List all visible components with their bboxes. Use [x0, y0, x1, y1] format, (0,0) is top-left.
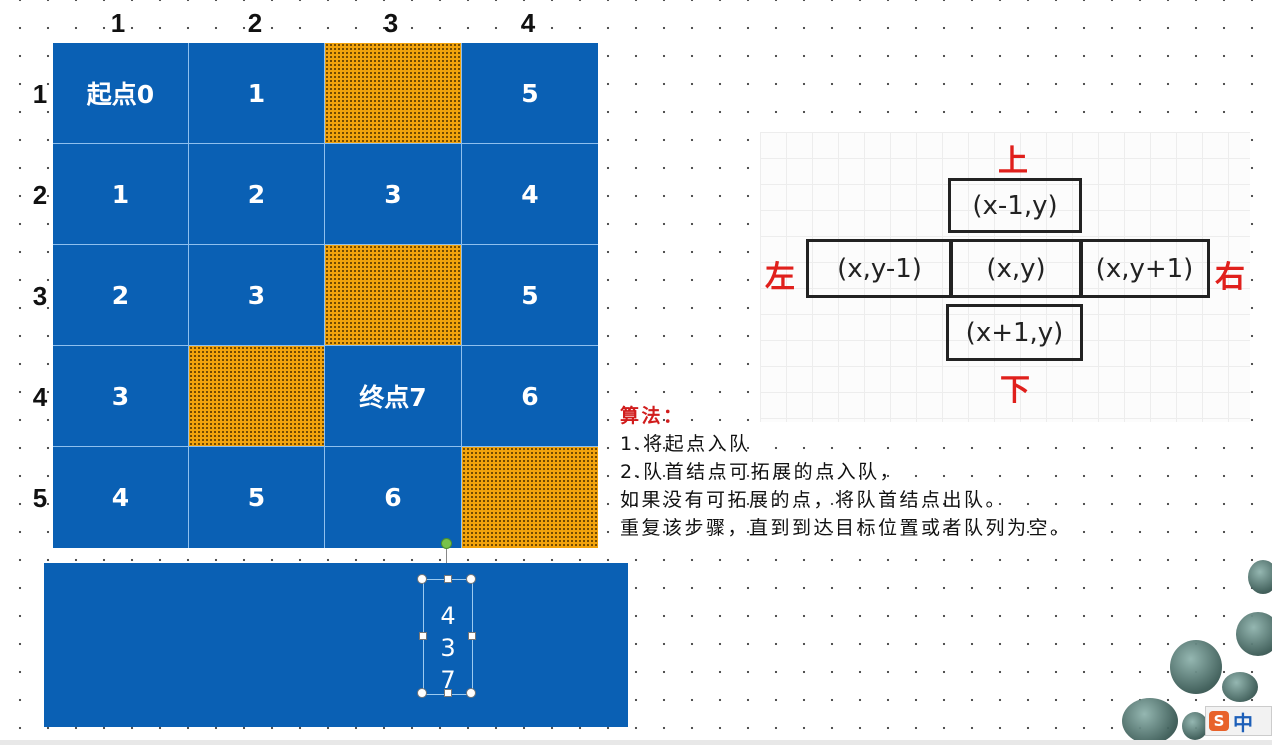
queue-item: 7 [440, 666, 456, 694]
grid-cell-wall [462, 447, 598, 548]
resize-handle-bottom[interactable] [444, 689, 452, 697]
queue-textbox[interactable]: 4 3 7 [423, 579, 473, 695]
grid-cell-wall [325, 245, 462, 346]
grid-cell: 2 [53, 245, 189, 346]
grid-cell: 3 [53, 346, 189, 447]
ime-logo-icon: S [1209, 711, 1229, 731]
grid-cell: 5 [189, 447, 325, 548]
neighbor-center: (x,y) [949, 239, 1083, 298]
grid-cell: 6 [462, 346, 598, 447]
algorithm-step: 如果没有可拓展的点，将队首结点出队。 [620, 489, 1008, 511]
resize-handle-top-right[interactable] [466, 574, 476, 584]
decorative-leaf [1222, 672, 1258, 702]
grid-cell: 5 [462, 245, 598, 346]
column-header-4: 4 [520, 8, 536, 38]
ime-indicator[interactable]: S 中 [1205, 706, 1272, 736]
direction-label-left: 左 [765, 260, 795, 295]
maze-grid: 起点0 1 5 1 2 3 4 2 3 5 3 终点7 6 4 5 6 [53, 43, 598, 548]
resize-handle-bottom-left[interactable] [417, 688, 427, 698]
resize-handle-top[interactable] [444, 575, 452, 583]
grid-cell: 4 [462, 144, 598, 245]
grid-cell-wall [325, 43, 462, 144]
row-header-2: 2 [32, 180, 48, 210]
queue-item: 4 [440, 602, 456, 630]
decorative-leaf [1182, 712, 1208, 740]
grid-cell-end: 终点7 [325, 346, 462, 447]
grid-cell: 5 [462, 43, 598, 144]
row-header-3: 3 [32, 281, 48, 311]
resize-handle-top-left[interactable] [417, 574, 427, 584]
resize-handle-left[interactable] [419, 632, 427, 640]
decorative-leaf [1122, 698, 1178, 744]
queue-panel: 4 3 7 [44, 563, 628, 727]
column-header-2: 2 [247, 8, 263, 38]
grid-cell: 3 [189, 245, 325, 346]
column-header-3: 3 [383, 8, 399, 38]
rotation-handle[interactable] [441, 538, 452, 549]
direction-label-up: 上 [998, 144, 1028, 179]
row-header-5: 5 [32, 483, 48, 513]
column-header-1: 1 [110, 8, 126, 38]
resize-handle-bottom-right[interactable] [466, 688, 476, 698]
grid-cell-start: 起点0 [53, 43, 189, 144]
grid-cell: 3 [325, 144, 462, 245]
algorithm-title: 算法： [620, 405, 685, 427]
grid-cell: 1 [189, 43, 325, 144]
direction-diagram: 上 (x-1,y) 左 (x,y-1) (x,y) (x,y+1) 右 (x+1… [760, 132, 1250, 422]
grid-cell: 1 [53, 144, 189, 245]
bottom-edge [0, 740, 1272, 745]
resize-handle-right[interactable] [468, 632, 476, 640]
grid-cell: 4 [53, 447, 189, 548]
algorithm-step: 2.队首结点可拓展的点入队， [620, 461, 902, 483]
row-header-4: 4 [32, 382, 48, 412]
neighbor-left: (x,y-1) [806, 239, 953, 298]
grid-cell: 2 [189, 144, 325, 245]
ime-mode-label: 中 [1233, 710, 1253, 735]
neighbor-right: (x,y+1) [1079, 239, 1210, 298]
direction-label-right: 右 [1215, 260, 1245, 295]
rotation-handle-line [446, 545, 447, 575]
decorative-leaf [1248, 560, 1272, 594]
direction-label-down: 下 [1000, 373, 1030, 408]
decorative-leaf [1170, 640, 1222, 694]
row-header-1: 1 [32, 79, 48, 109]
algorithm-step: 1.将起点入队 [620, 433, 751, 455]
algorithm-text: 算法： 1.将起点入队 2.队首结点可拓展的点入队， 如果没有可拓展的点，将队首… [620, 402, 1072, 542]
neighbor-down: (x+1,y) [946, 304, 1083, 361]
grid-cell-wall [189, 346, 325, 447]
decorative-leaf [1236, 612, 1272, 656]
grid-cell: 6 [325, 447, 462, 548]
neighbor-up: (x-1,y) [948, 178, 1082, 233]
queue-item: 3 [440, 634, 456, 662]
algorithm-step: 重复该步骤，直到到达目标位置或者队列为空。 [620, 517, 1072, 539]
